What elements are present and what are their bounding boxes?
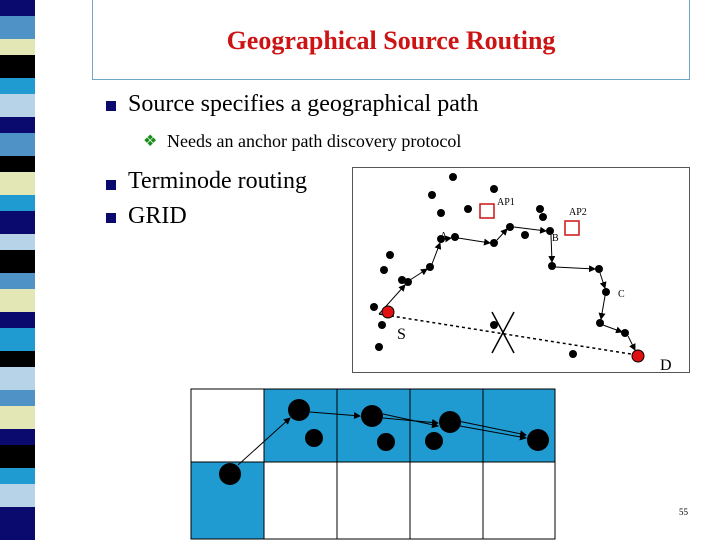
grid-cell <box>483 389 555 462</box>
bullet-source-specifies: Source specifies a geographical path <box>128 91 479 118</box>
strip-block <box>0 507 35 523</box>
strip-block <box>0 429 35 445</box>
grid-cell <box>483 462 555 539</box>
strip-block <box>0 406 35 429</box>
bullet-grid: GRID <box>128 203 187 230</box>
strip-block <box>0 133 35 156</box>
square-bullet-icon <box>106 180 116 190</box>
decorative-side-strip <box>0 0 70 540</box>
strip-block <box>0 234 35 250</box>
diamond-bullet-icon: ❖ <box>143 131 157 151</box>
strip-block <box>0 39 35 55</box>
grid-cell <box>410 462 483 539</box>
strip-block <box>0 273 35 289</box>
strip-block <box>0 289 35 312</box>
strip-block <box>0 250 35 273</box>
label-ap1: AP1 <box>497 197 515 208</box>
slide-title: Geographical Source Routing <box>93 26 689 56</box>
strip-block <box>0 156 35 172</box>
square-bullet-icon <box>106 101 116 111</box>
grid-cell <box>264 462 337 539</box>
strip-block <box>0 523 35 540</box>
strip-block <box>0 16 35 39</box>
bullet-terminode-routing: Terminode routing <box>128 168 307 195</box>
square-bullet-icon <box>106 213 116 223</box>
strip-block <box>0 55 35 78</box>
label-d: D <box>660 357 672 373</box>
strip-block <box>0 328 35 351</box>
grid-cell <box>337 462 410 539</box>
strip-block <box>0 78 35 94</box>
title-box: Geographical Source Routing <box>92 0 690 80</box>
label-b: B <box>552 233 559 244</box>
strip-block <box>0 94 35 117</box>
grid-diagram <box>190 388 556 540</box>
strip-block <box>0 172 35 195</box>
strip-block <box>0 0 35 16</box>
strip-block <box>0 468 35 484</box>
label-a: A <box>440 231 448 242</box>
strip-block <box>0 211 35 234</box>
strip-block <box>0 117 35 133</box>
strip-block <box>0 312 35 328</box>
page-number: 55 <box>679 507 688 517</box>
destination-node-icon <box>632 350 644 362</box>
strip-block <box>0 367 35 390</box>
label-c: C <box>618 289 625 300</box>
label-ap2: AP2 <box>569 207 587 218</box>
strip-block <box>0 445 35 468</box>
terminode-diagram: AP1 AP2 A B C S D <box>352 167 690 373</box>
strip-block <box>0 195 35 211</box>
strip-block <box>0 351 35 367</box>
source-node-icon <box>382 306 394 318</box>
strip-block <box>0 390 35 406</box>
label-s: S <box>397 326 406 343</box>
strip-block <box>0 484 35 507</box>
bullet-anchor-path: Needs an anchor path discovery protocol <box>167 131 461 152</box>
